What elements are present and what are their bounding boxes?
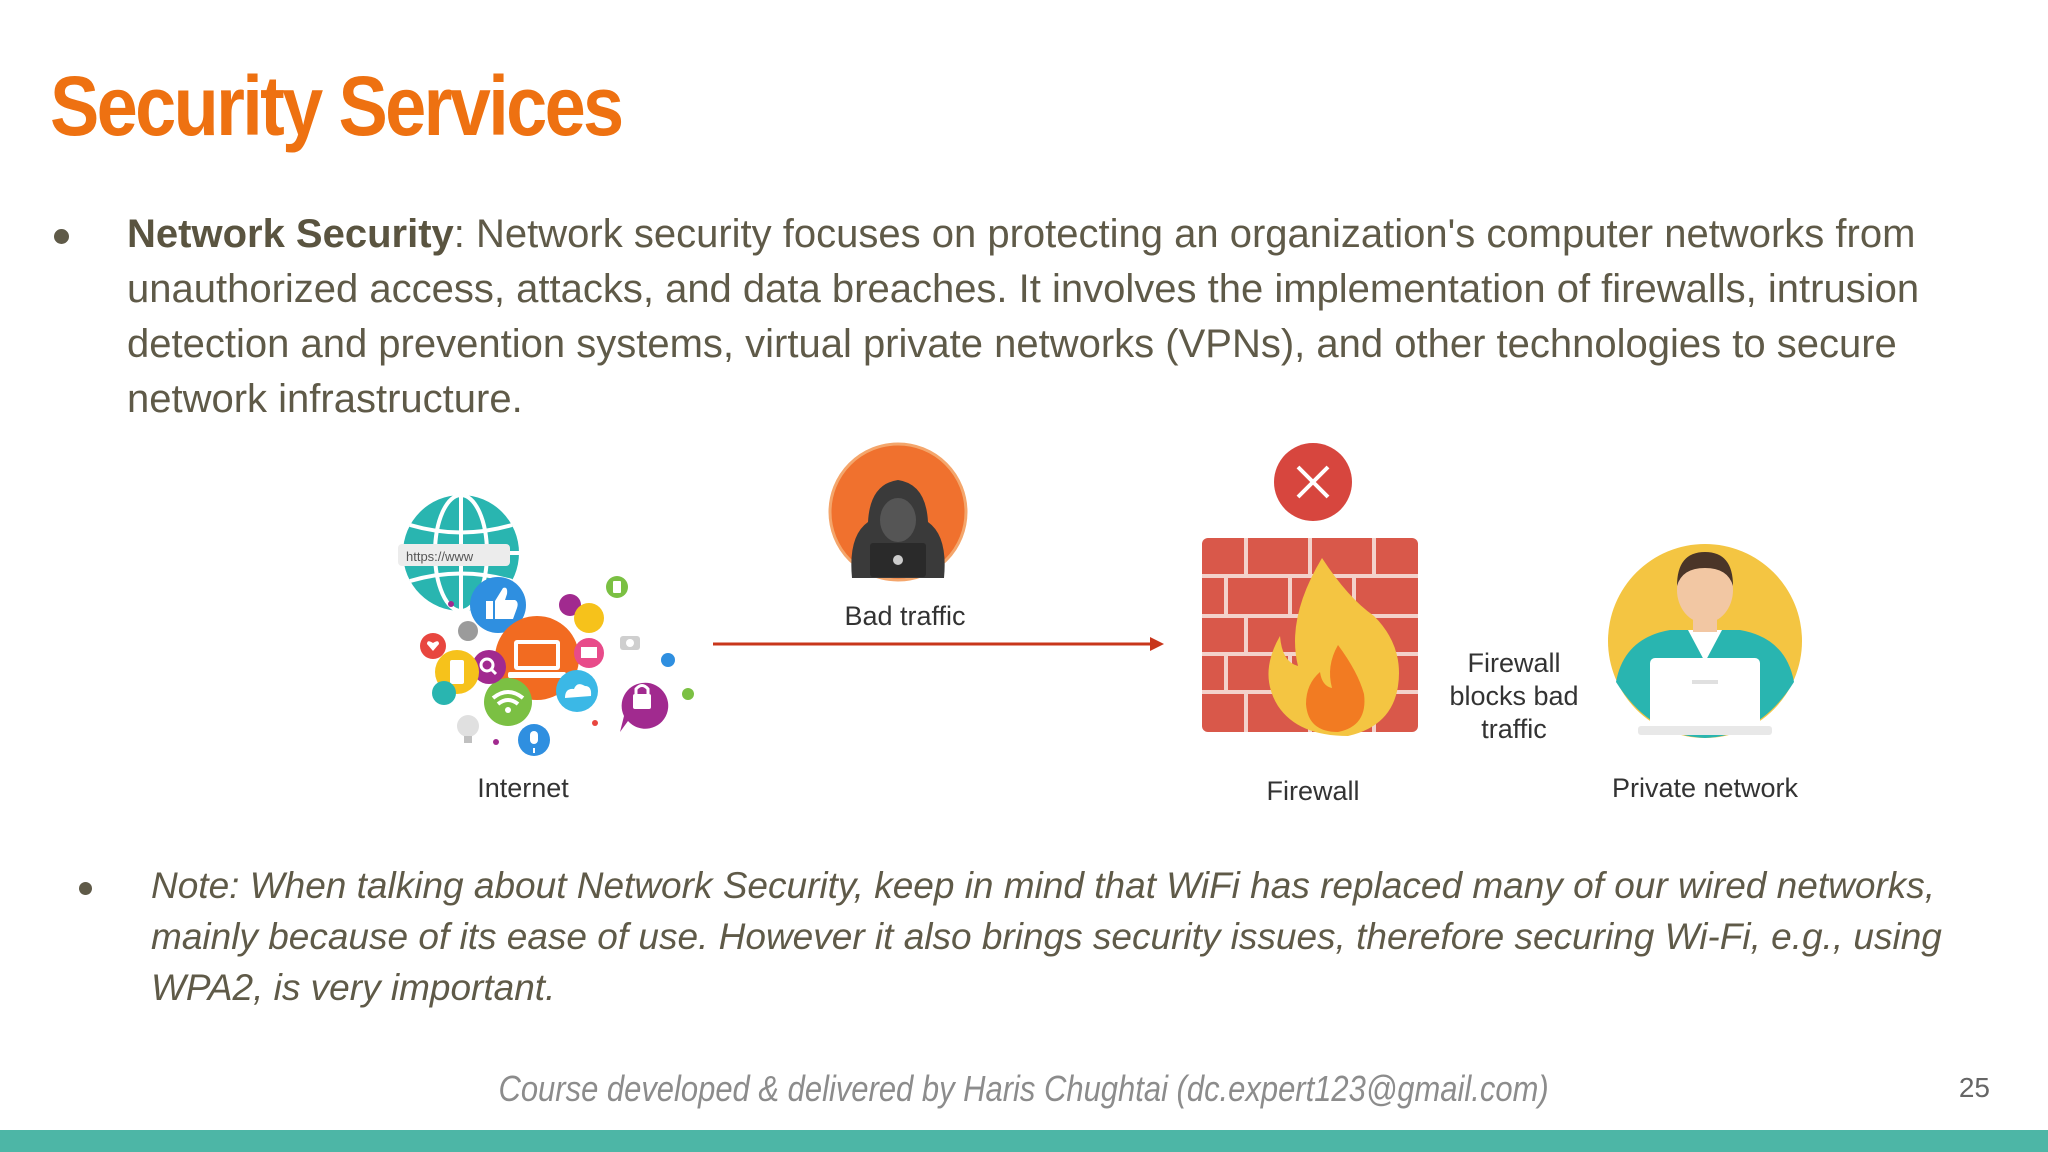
bullet-text: Network Security: Network security focus…: [127, 207, 2040, 427]
note-text: Note: When talking about Network Securit…: [151, 865, 1942, 1008]
url-label: https://www: [406, 549, 474, 564]
caption-line-3: traffic: [1481, 714, 1547, 744]
search-icon: [472, 650, 506, 684]
footer-text: Course developed & delivered by Haris Ch…: [498, 1068, 1550, 1109]
slide-title: Security Services: [50, 59, 624, 153]
dot-icon: [448, 601, 694, 745]
url-bar: https://www: [398, 544, 510, 566]
bottom-accent-bar: [0, 1130, 2048, 1152]
thumbs-up-icon: [470, 577, 526, 633]
internet-label: Internet: [477, 773, 569, 803]
bullet-dot: [54, 229, 69, 244]
firewall-icon: [1202, 538, 1418, 736]
camera-icon: [620, 636, 640, 650]
bullet-dot: [79, 882, 92, 895]
caption-line-1: Firewall: [1467, 648, 1560, 678]
heart-icon: [420, 633, 446, 659]
firewall-label: Firewall: [1266, 776, 1359, 806]
microphone-icon: [518, 724, 550, 756]
chat-bubble-icon: [432, 621, 478, 705]
footer-credit: Course developed & delivered by Haris Ch…: [0, 1068, 2048, 1110]
mail-icon: [574, 638, 604, 668]
note-bullet: Note: When talking about Network Securit…: [75, 860, 1975, 1013]
lightbulb-icon: [457, 715, 479, 743]
bad-traffic-label: Bad traffic: [844, 601, 965, 631]
mobile-icon: [606, 576, 628, 598]
bad-traffic-arrow: [713, 637, 1164, 651]
internet-icon-cluster: https://www: [398, 493, 694, 803]
star-icon: [559, 594, 604, 633]
wifi-icon: [484, 678, 532, 726]
caption-line-2: blocks bad: [1449, 681, 1578, 711]
laptop-icon: [495, 616, 579, 700]
lock-icon: [620, 682, 669, 732]
bullet-network-security: Network Security: Network security focus…: [50, 207, 2040, 427]
page-number: 25: [1958, 1072, 1990, 1103]
firewall-caption: Firewall blocks bad traffic: [1449, 648, 1578, 744]
bullet-description: : Network security focuses on protecting…: [127, 212, 1920, 421]
private-network-label: Private network: [1612, 773, 1799, 803]
network-security-diagram: https://www: [398, 442, 1802, 806]
cloud-icon: [556, 670, 598, 712]
hacker-icon: [828, 442, 968, 582]
block-x-icon: [1274, 443, 1352, 521]
private-network-user-icon: [1608, 544, 1802, 738]
bullet-term: Network Security: [127, 212, 454, 256]
